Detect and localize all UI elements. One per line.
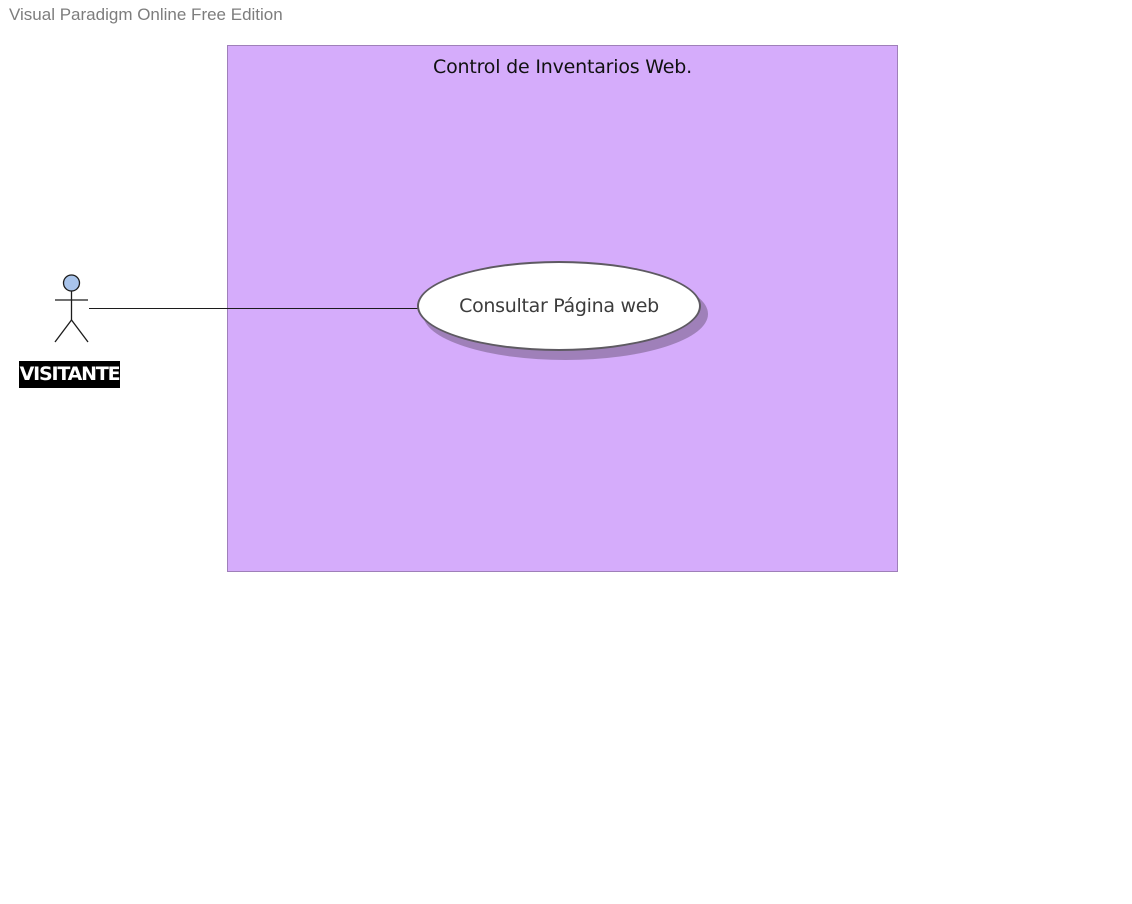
use-case-label: Consultar Página web — [459, 295, 659, 317]
actor-left-leg — [54, 319, 73, 343]
actor-head — [62, 274, 81, 292]
watermark-text: Visual Paradigm Online Free Edition — [9, 5, 283, 24]
actor-right-leg — [70, 319, 89, 343]
actor-label-visitante: VISITANTE — [19, 361, 120, 388]
association-line[interactable] — [89, 308, 420, 309]
system-title: Control de Inventarios Web. — [433, 56, 692, 78]
use-case-consultar-pagina-web[interactable]: Consultar Página web — [417, 261, 701, 351]
actor-stick-figure-icon[interactable] — [50, 272, 94, 346]
